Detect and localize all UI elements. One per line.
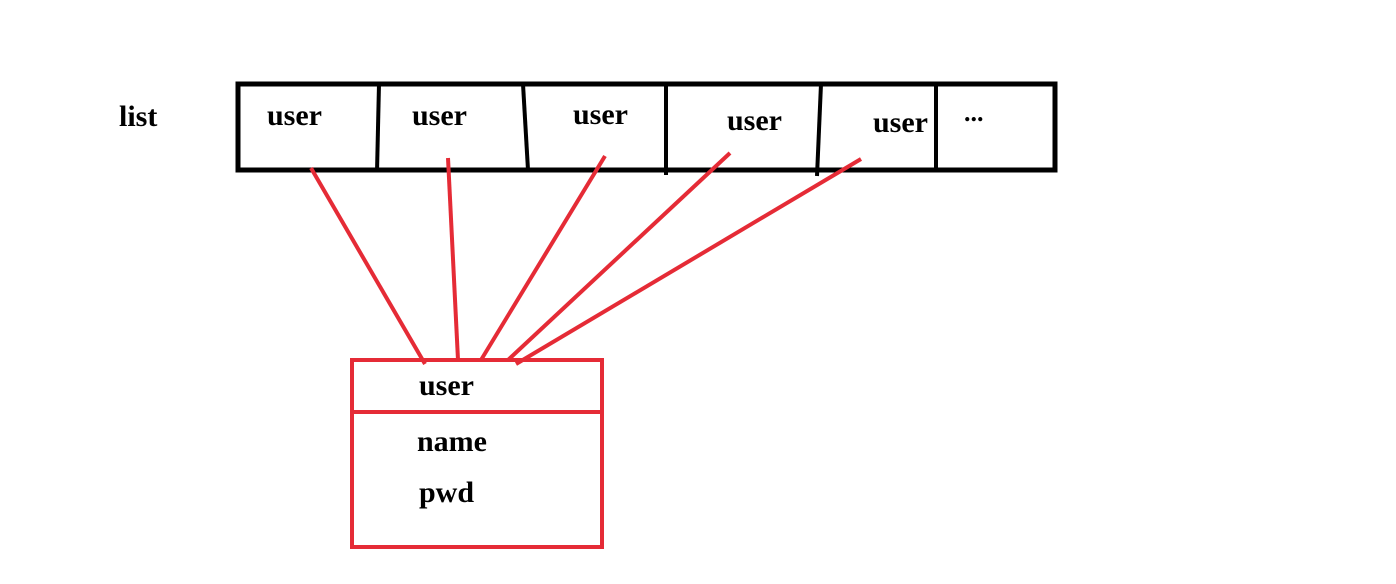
user-object-box [350, 358, 604, 549]
list-array-frame [235, 81, 1058, 173]
list-cell-user-5: user [873, 106, 928, 139]
reference-connector [514, 157, 863, 366]
reference-connector [479, 154, 607, 362]
list-cell-divider [815, 83, 823, 177]
user-field-name: name [417, 425, 487, 458]
list-label: list [119, 100, 158, 133]
list-cell-divider [521, 83, 530, 171]
reference-connector [506, 151, 732, 362]
user-field-pwd: pwd [419, 476, 475, 509]
reference-connector [309, 166, 427, 366]
reference-connector [446, 157, 460, 361]
list-cell-divider [375, 83, 381, 173]
list-cell-user-2: user [412, 99, 467, 132]
list-cell-user-4: user [727, 104, 782, 137]
list-cell-user-3: user [573, 98, 628, 131]
list-cell-ellipsis: ... [964, 98, 984, 127]
list-cell-user-1: user [267, 99, 322, 132]
user-object-title: user [419, 369, 474, 402]
